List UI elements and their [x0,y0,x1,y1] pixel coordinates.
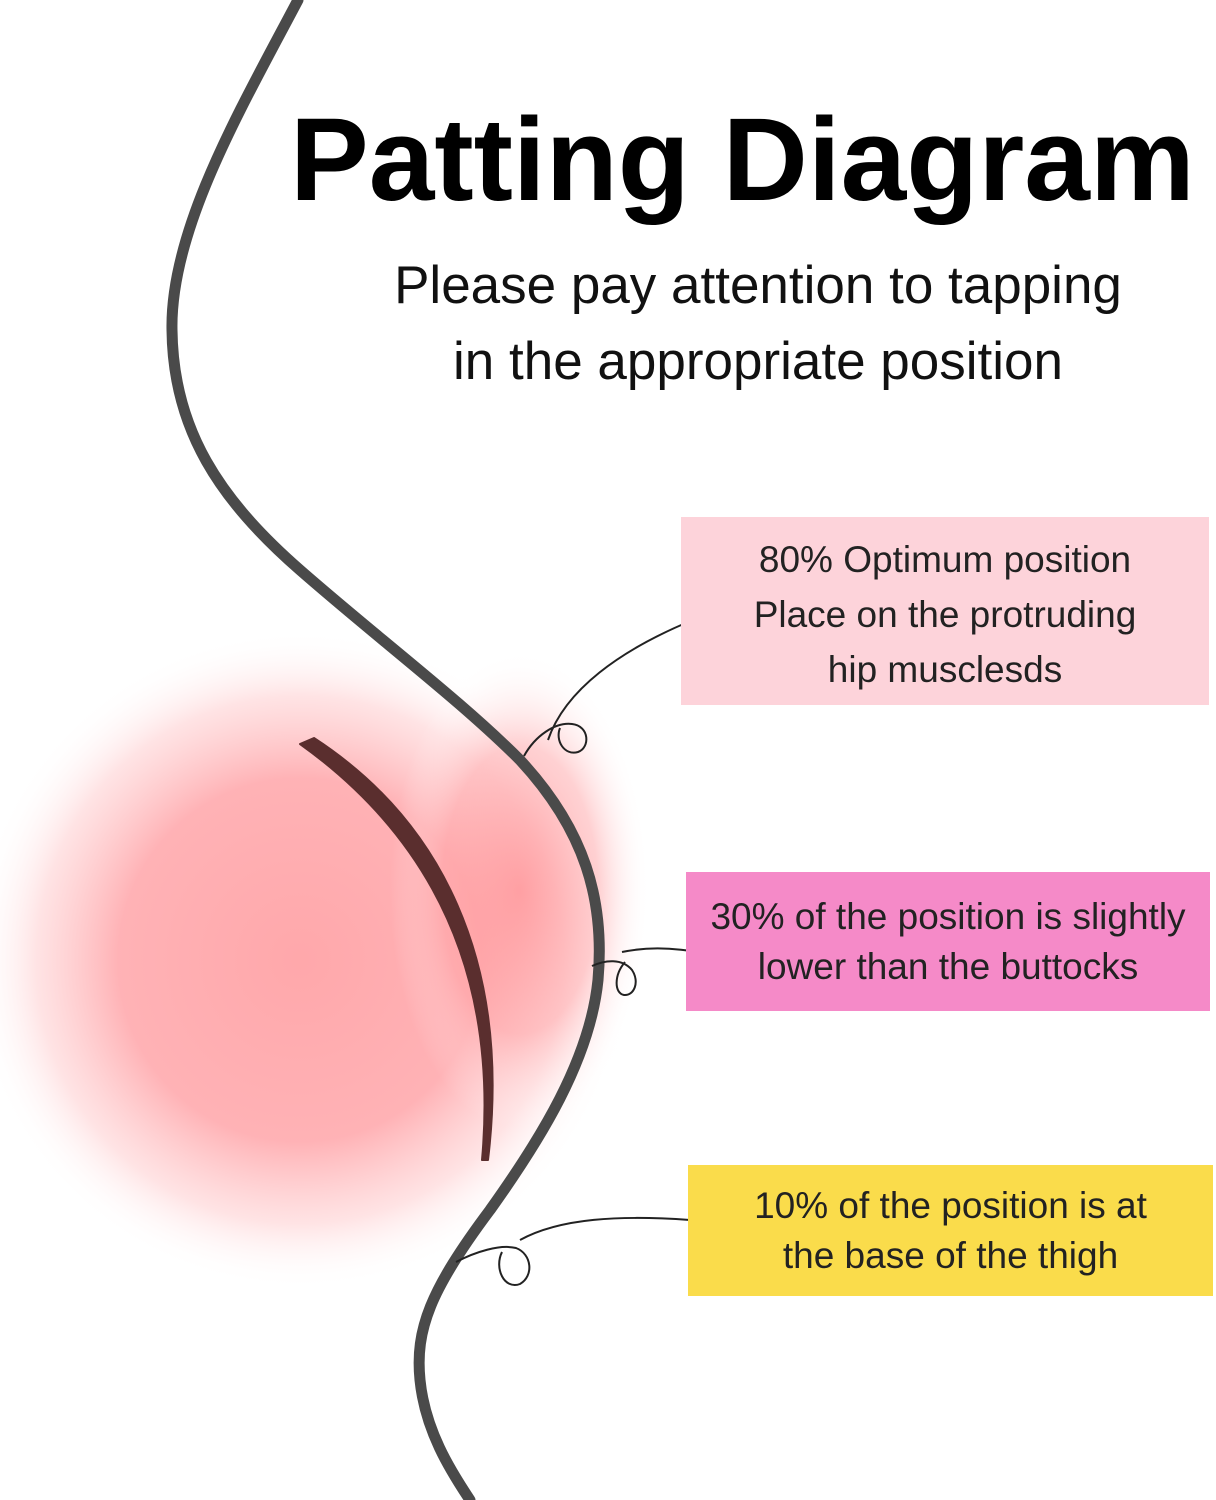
leader-line-10 [455,1216,691,1286]
body-outline-curve [166,0,605,1500]
label-30-line-1: 30% of the position is slightly [710,895,1186,937]
label-80-line-2: Place on the protruding [753,593,1137,635]
label-80-line-1: 80% Optimum position [758,538,1132,580]
label-box-30 [686,872,1210,1011]
thigh-base-position-label: 10% of the position is at the base of th… [688,1165,1213,1296]
red-glow-highlight [0,630,650,1290]
page-subtitle: Please pay attention to tapping in the a… [300,248,1216,400]
label-10-line-2: the base of the thigh [782,1234,1119,1276]
subtitle-line-1: Please pay attention to tapping [394,256,1122,315]
label-30-line-2: lower than the buttocks [757,945,1139,987]
lower-buttocks-position-label: 30% of the position is slightly lower th… [686,872,1210,1011]
optimum-position-label: 80% Optimum position Place on the protru… [681,517,1209,705]
leader-line-80 [523,619,694,757]
buttock-crease-line [299,737,494,1161]
subtitle-line-2: in the appropriate position [453,332,1063,391]
label-10-line-1: 10% of the position is at [754,1184,1147,1226]
label-80-line-3: hip musclesds [827,648,1063,690]
label-box-80 [681,517,1209,705]
label-box-10 [688,1165,1213,1296]
page-title: Patting Diagram [290,94,1195,226]
